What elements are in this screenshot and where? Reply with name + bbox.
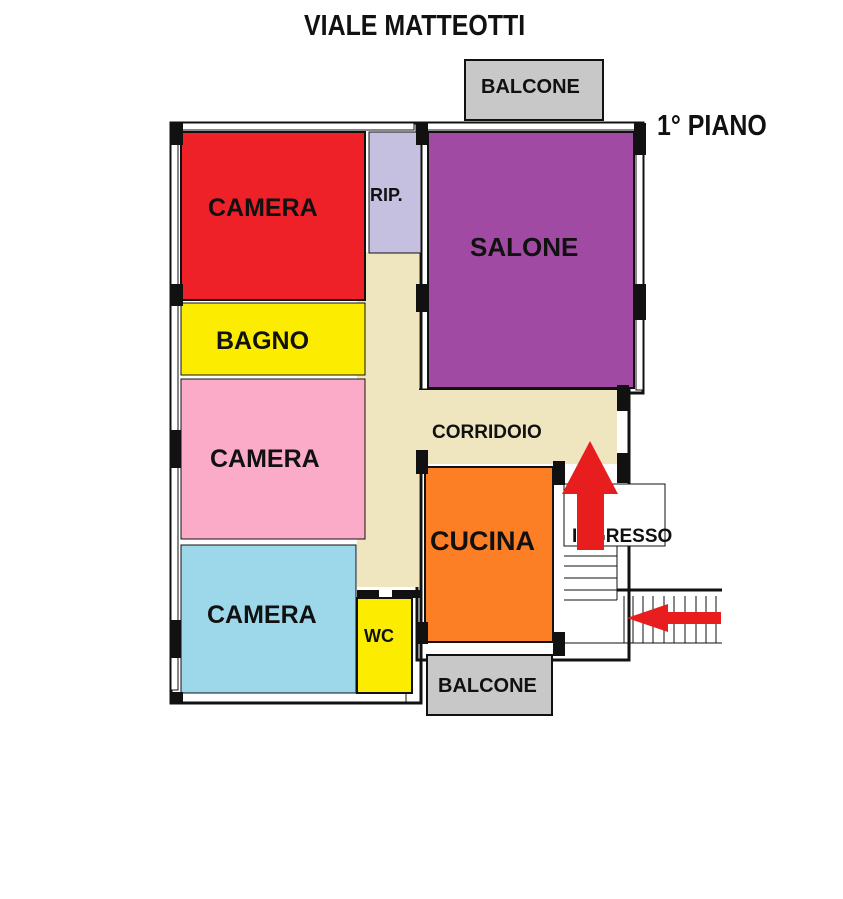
- wc-label: WC: [364, 626, 394, 646]
- camera-top-label: CAMERA: [208, 194, 318, 222]
- balcone-bottom-label: BALCONE: [438, 675, 537, 697]
- wall-columns: [171, 123, 646, 704]
- floor-label: 1° PIANO: [657, 110, 767, 142]
- corridoio-area: CORRIDOIO: [357, 252, 617, 587]
- balcone-bottom-fill: [426, 654, 553, 716]
- camera-bottom-fill: [180, 544, 357, 694]
- balcone-top-label: BALCONE: [481, 76, 580, 98]
- camera-top-fill: [180, 131, 366, 301]
- wc-fill: [356, 597, 413, 694]
- entry-arrow-up: [562, 441, 618, 550]
- room-rip: RIP.: [368, 131, 422, 254]
- cucina-label: CUCINA: [430, 526, 535, 556]
- balcone-top-fill: [464, 59, 604, 121]
- bagno-fill: [180, 302, 366, 376]
- window-strip-right: [635, 139, 644, 391]
- rip-fill: [368, 131, 422, 254]
- window-strip-top: [177, 122, 415, 131]
- room-wc: WC: [356, 597, 413, 694]
- bagno-label: BAGNO: [216, 327, 309, 355]
- room-camera-mid: CAMERA: [180, 378, 366, 540]
- stairs-left: [564, 546, 618, 601]
- window-strip-left: [170, 139, 179, 691]
- balcone-top: BALCONE: [464, 59, 604, 121]
- room-bagno: BAGNO: [180, 302, 366, 376]
- cucina-fill: [424, 466, 554, 643]
- window-strip-bottom: [177, 692, 407, 703]
- window-strip-top-right: [425, 122, 637, 131]
- corridoio-fill: [357, 252, 419, 587]
- salone-label: SALONE: [470, 232, 578, 262]
- corridoio-fill: [419, 390, 617, 464]
- entry-arrow-left: [627, 604, 721, 632]
- camera-mid-fill: [180, 378, 366, 540]
- room-cucina: CUCINA: [424, 466, 554, 643]
- room-camera-bottom: CAMERA: [180, 544, 357, 694]
- rip-label: RIP.: [370, 185, 403, 205]
- balcone-bottom: BALCONE: [426, 654, 553, 716]
- street-title: VIALE MATTEOTTI: [304, 10, 526, 42]
- room-camera-top: CAMERA: [180, 131, 366, 301]
- camera-bottom-label: CAMERA: [207, 601, 317, 629]
- corridoio-label: CORRIDOIO: [432, 422, 542, 443]
- room-salone: SALONE: [427, 131, 635, 389]
- salone-fill: [427, 131, 635, 389]
- camera-mid-label: CAMERA: [210, 445, 320, 473]
